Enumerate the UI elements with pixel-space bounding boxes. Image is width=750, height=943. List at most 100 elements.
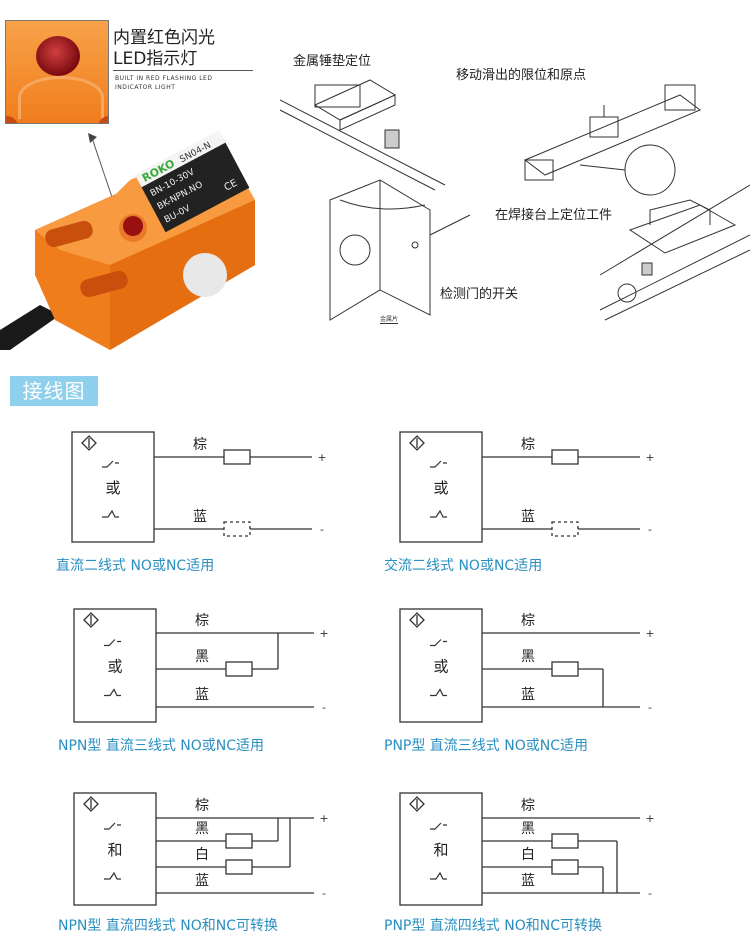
- wiring-caption: PNP型 直流四线式 NO和NC可转换: [384, 917, 602, 934]
- red-led-icon: [36, 36, 80, 76]
- minus-terminal: -: [648, 523, 652, 536]
- wire-color-label: 棕: [521, 437, 535, 453]
- wiring-caption: NPN型 直流三线式 NO或NC适用: [58, 737, 264, 754]
- resistor-icon: [225, 833, 253, 849]
- mount-hole-icon: [98, 116, 108, 123]
- label-door: 检测门的开关: [440, 287, 519, 302]
- no-contact-icon: [430, 460, 447, 468]
- led-title-line1: 内置红色闪光: [113, 28, 215, 48]
- mode-label: 或: [433, 658, 448, 676]
- sensor-box: [399, 792, 483, 906]
- minus-terminal: -: [320, 523, 324, 536]
- slide-limit-illustration: [524, 84, 701, 196]
- welding-illustration: [599, 184, 750, 321]
- wiring-section-title: 接线图: [10, 376, 98, 406]
- door-illustration: [329, 179, 471, 321]
- wire-color-label: 蓝: [521, 687, 535, 703]
- label-metal-sheet: 金属片: [380, 316, 399, 324]
- led-en-line1: BUILT IN RED FLASHING LED: [115, 75, 213, 82]
- plus-terminal: +: [319, 812, 328, 825]
- wiring-caption: PNP型 直流三线式 NO或NC适用: [384, 737, 588, 754]
- plus-terminal: +: [645, 451, 654, 464]
- sensing-face: [183, 253, 227, 297]
- wire-color-label: 黑: [521, 821, 535, 837]
- wire-color-label: 黑: [521, 649, 535, 665]
- sensor-front-face: [110, 200, 255, 350]
- sensor-box: [71, 431, 155, 543]
- minus-terminal: -: [322, 887, 326, 900]
- proximity-symbol-icon: [83, 796, 99, 812]
- sensor-box: [399, 608, 483, 723]
- mode-label: 或: [105, 479, 120, 497]
- divider: [113, 70, 253, 71]
- nc-contact-icon: [430, 688, 447, 697]
- wire-color-label: 蓝: [521, 873, 535, 889]
- nc-contact-icon: [104, 688, 121, 697]
- mode-label: 和: [433, 841, 448, 859]
- proximity-symbol-icon: [409, 612, 425, 628]
- mode-label: 和: [107, 841, 122, 859]
- resistor-icon: [551, 449, 579, 465]
- resistor-icon: [551, 859, 579, 875]
- sensor-box: [73, 608, 157, 723]
- wiring-caption: NPN型 直流四线式 NO和NC可转换: [58, 917, 278, 934]
- no-contact-icon: [104, 639, 121, 647]
- mount-slot: [80, 270, 128, 298]
- plus-terminal: +: [319, 627, 328, 640]
- metal-hammer-illustration: [280, 79, 446, 191]
- sensor-box: [73, 792, 157, 906]
- mode-label: 或: [433, 479, 448, 497]
- led-title-line2: LED指示灯: [113, 49, 198, 69]
- no-contact-icon: [104, 822, 121, 830]
- wire-color-label: 棕: [193, 437, 207, 453]
- wire-color-label: 黑: [195, 821, 209, 837]
- proximity-symbol-icon: [409, 796, 425, 812]
- wire-color-label: 白: [195, 847, 209, 863]
- no-contact-icon: [430, 639, 447, 647]
- arrow-head-icon: [88, 133, 97, 143]
- sensor-box: [399, 431, 483, 543]
- wire-color-label: 蓝: [195, 687, 209, 703]
- plus-terminal: +: [317, 451, 326, 464]
- led-closeup-inset: [5, 20, 109, 124]
- resistor-icon: [225, 661, 253, 677]
- wire-color-label: 蓝: [193, 509, 207, 525]
- wire-color-label: 棕: [195, 798, 209, 814]
- sensor-photo: ROKO SN04-N BN-10-30V BK-NPN.NO BU-0V CE: [0, 130, 255, 350]
- wiring-caption: 直流二线式 NO或NC适用: [56, 557, 214, 574]
- resistor-icon: [223, 521, 251, 537]
- proximity-symbol-icon: [81, 435, 97, 451]
- minus-terminal: -: [648, 701, 652, 714]
- nc-contact-icon: [102, 509, 119, 518]
- resistor-icon: [225, 859, 253, 875]
- plus-terminal: +: [645, 812, 654, 825]
- mount-slot: [45, 220, 93, 248]
- label-welding: 在焊接台上定位工件: [495, 208, 613, 223]
- wire-color-label: 蓝: [195, 873, 209, 889]
- no-contact-icon: [102, 460, 119, 468]
- label-slide-limit: 移动滑出的限位和原点: [456, 68, 587, 83]
- resistor-icon: [223, 449, 251, 465]
- nc-contact-icon: [104, 871, 121, 880]
- nc-contact-icon: [430, 871, 447, 880]
- application-illustrations: [280, 79, 750, 321]
- wire-color-label: 黑: [195, 649, 209, 665]
- resistor-icon: [551, 521, 579, 537]
- nc-contact-icon: [430, 509, 447, 518]
- led-en-line2: INDICATOR LIGHT: [115, 84, 176, 91]
- proximity-symbol-icon: [83, 612, 99, 628]
- red-led-icon: [123, 216, 143, 236]
- minus-terminal: -: [648, 887, 652, 900]
- resistor-icon: [551, 661, 579, 677]
- mount-hole-icon: [6, 116, 18, 123]
- wire-color-label: 白: [521, 847, 535, 863]
- sensor-cable: [0, 305, 60, 350]
- mode-label: 或: [107, 658, 122, 676]
- wire-color-label: 蓝: [521, 509, 535, 525]
- plus-terminal: +: [645, 627, 654, 640]
- led-bezel: [18, 76, 104, 119]
- wire-color-label: 棕: [521, 798, 535, 814]
- wire-color-label: 棕: [195, 613, 209, 629]
